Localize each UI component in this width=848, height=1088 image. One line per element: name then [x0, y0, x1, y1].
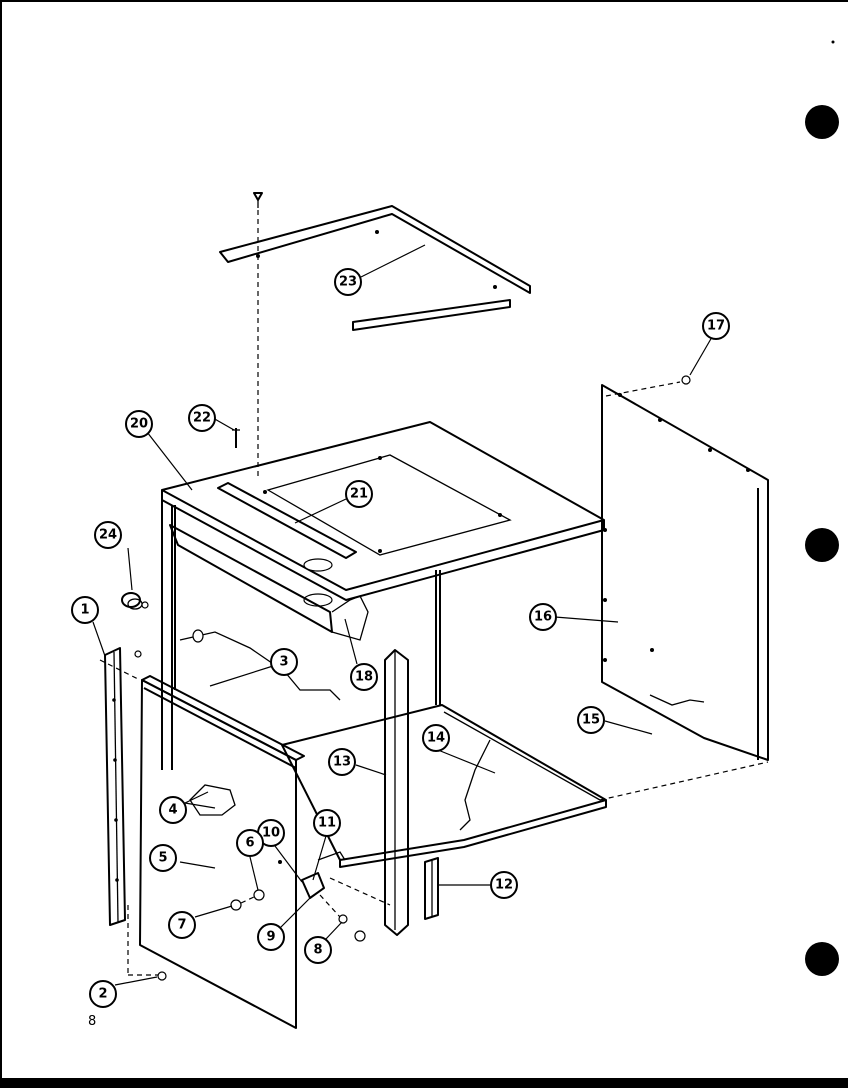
callout-15: 15 — [577, 706, 605, 734]
alignment-line-side-panel — [599, 761, 769, 801]
callout-9: 9 — [257, 923, 285, 951]
screw-17 — [681, 375, 691, 385]
svg-text:9: 9 — [266, 930, 275, 945]
callout-14: 14 — [422, 724, 450, 752]
alignment-line-17 — [605, 381, 681, 397]
hinge-strip-part — [104, 647, 126, 926]
binder-hole-bottom — [805, 942, 839, 976]
door-hardware — [230, 851, 391, 942]
scan-edge-bottom — [0, 1078, 848, 1088]
svg-text:12: 12 — [495, 878, 513, 893]
callout-5: 5 — [149, 844, 177, 872]
callout-6: 6 — [236, 829, 264, 857]
cabinet-top-panel — [161, 421, 605, 607]
svg-text:2: 2 — [98, 987, 107, 1002]
cabinet-rear-post — [435, 570, 441, 705]
svg-text:21: 21 — [350, 487, 368, 502]
svg-text:24: 24 — [99, 528, 117, 543]
svg-text:5: 5 — [158, 851, 167, 866]
leader-lines — [92, 244, 713, 986]
svg-text:7: 7 — [177, 918, 186, 933]
front-vertical-post-part — [384, 649, 409, 936]
svg-text:18: 18 — [355, 670, 373, 685]
callout-11: 11 — [313, 809, 341, 837]
callout-4: 4 — [159, 796, 187, 824]
callout-8: 8 — [304, 936, 332, 964]
callout-3: 3 — [270, 648, 298, 676]
callout-23: 23 — [334, 268, 362, 296]
svg-text:10: 10 — [262, 826, 280, 841]
small-bracket-part — [424, 857, 439, 920]
svg-text:8: 8 — [313, 943, 322, 958]
svg-text:3: 3 — [279, 655, 288, 670]
binder-hole-top — [805, 105, 839, 139]
svg-text:1: 1 — [80, 603, 89, 618]
cabinet-base-panel — [281, 704, 607, 868]
callout-17: 17 — [702, 312, 730, 340]
callout-13: 13 — [328, 748, 356, 776]
callout-7: 7 — [168, 911, 196, 939]
callout-22: 22 — [188, 404, 216, 432]
top-screw — [253, 192, 263, 208]
callout-1: 1 — [71, 596, 99, 624]
top-bar-part — [217, 482, 357, 559]
svg-text:13: 13 — [333, 755, 351, 770]
top-frame-part — [219, 205, 531, 331]
svg-text:4: 4 — [168, 803, 177, 818]
svg-text:22: 22 — [193, 411, 211, 426]
svg-text:20: 20 — [130, 417, 148, 432]
front-door-panel-part — [139, 675, 305, 1029]
svg-text:16: 16 — [534, 610, 552, 625]
callout-2: 2 — [89, 980, 117, 1008]
callout-21: 21 — [345, 480, 373, 508]
cabinet-left-side-panel — [161, 500, 341, 770]
svg-text:14: 14 — [427, 731, 445, 746]
svg-text:17: 17 — [707, 319, 725, 334]
svg-text:11: 11 — [318, 816, 336, 831]
svg-text:6: 6 — [245, 836, 254, 851]
callout-16: 16 — [529, 603, 557, 631]
callout-20: 20 — [125, 410, 153, 438]
alignment-line-hinge-top — [99, 659, 141, 681]
svg-text:15: 15 — [582, 713, 600, 728]
svg-text:23: 23 — [339, 275, 357, 290]
hinge-screw-bottom — [157, 971, 167, 981]
callout-18: 18 — [350, 663, 378, 691]
hinge-screw-top — [134, 650, 142, 658]
screw-22 — [232, 428, 240, 448]
grommet-part — [121, 592, 149, 610]
binder-hole-middle — [805, 528, 839, 562]
speck — [831, 40, 835, 44]
callout-24: 24 — [94, 521, 122, 549]
side-panel-part — [601, 384, 769, 761]
page-number: 8 — [88, 1014, 97, 1029]
callout-12: 12 — [490, 871, 518, 899]
